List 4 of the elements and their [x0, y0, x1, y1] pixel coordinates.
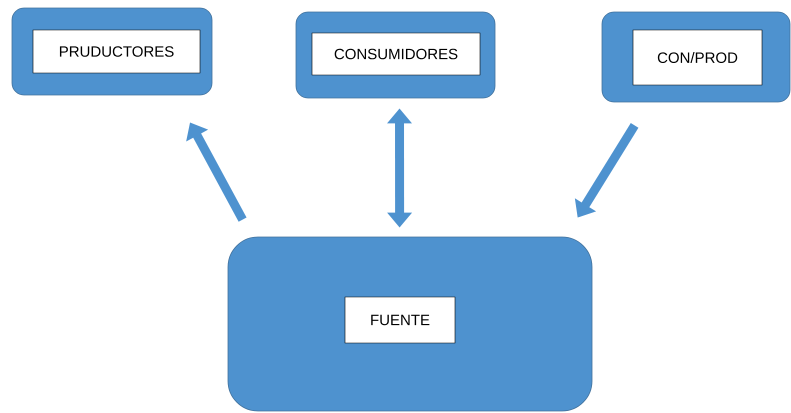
labeled-box: PRUDUCTORES [12, 8, 212, 96]
labeled-box: CON/PROD [602, 12, 790, 102]
labeled-box: CONSUMIDORES [296, 12, 496, 98]
labeled-box: FUENTE [228, 236, 592, 412]
